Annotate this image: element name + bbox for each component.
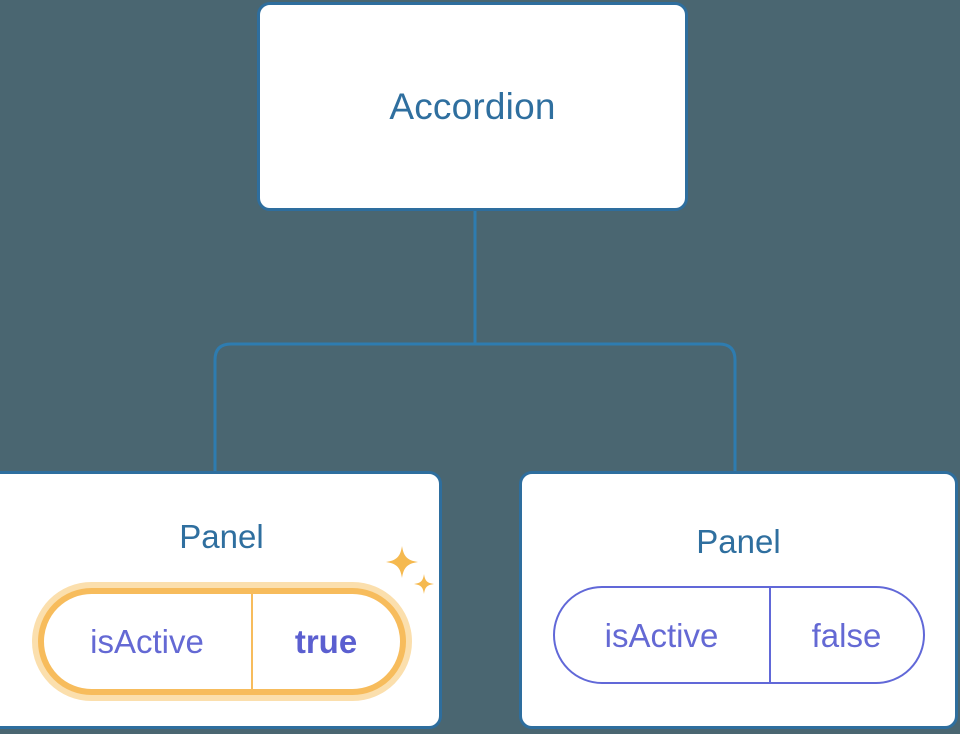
node-accordion-label: Accordion — [389, 86, 556, 127]
node-panel-inactive[interactable]: Panel isActive false — [519, 471, 958, 729]
node-panel-inactive-label: Panel — [696, 523, 781, 560]
connector-branch-left — [213, 342, 476, 473]
prop-pill-wrap-active: isActive true — [19, 546, 434, 701]
prop-value: false — [768, 588, 923, 682]
sparkle-small-icon — [413, 574, 434, 594]
node-panel-active-label: Panel — [179, 518, 264, 555]
node-panel-active[interactable]: Panel isActive true — [0, 471, 442, 729]
prop-pill-wrap-inactive: isActive false — [552, 586, 925, 684]
prop-pill-isactive-false[interactable]: isActive false — [552, 586, 925, 684]
prop-key: isActive — [604, 616, 719, 654]
sparkle-large-icon — [385, 546, 418, 578]
prop-value: true — [250, 594, 400, 689]
node-accordion[interactable]: Accordion — [257, 2, 688, 211]
prop-key: isActive — [90, 623, 204, 660]
connector-branch-right — [474, 342, 737, 473]
prop-pill-isactive-true[interactable]: isActive true — [37, 588, 406, 695]
